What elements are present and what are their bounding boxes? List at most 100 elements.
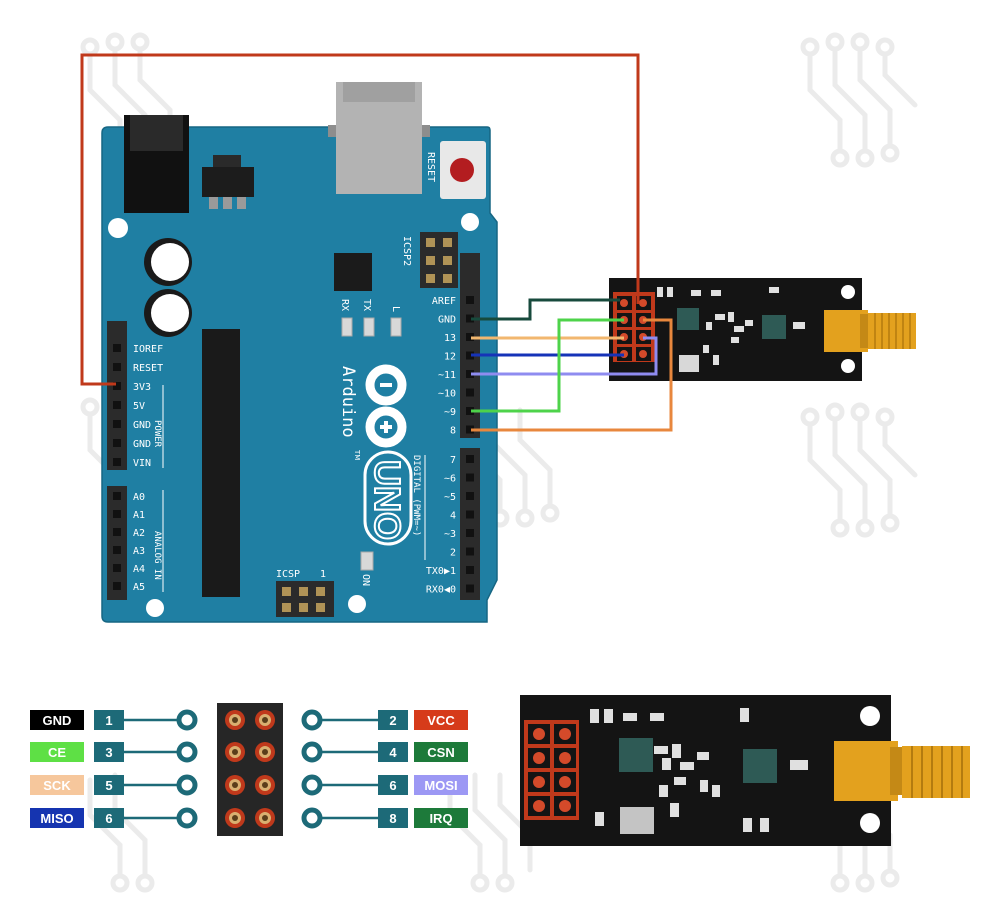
analog-header — [107, 486, 127, 600]
header-pin-socket — [113, 528, 121, 536]
rf-chip — [619, 738, 653, 772]
rf-chip — [677, 308, 699, 330]
wires — [80, 53, 673, 432]
pa-chip — [743, 749, 777, 783]
pin-name-tag — [414, 808, 468, 828]
pin-name-label: VCC — [427, 713, 455, 728]
nrf24-module-bottom — [520, 695, 970, 846]
pin-connector-dot — [176, 741, 198, 763]
pin-name-tag — [30, 710, 84, 730]
uno-label: UNO — [367, 460, 408, 540]
header-pin-label: A5 — [133, 582, 145, 593]
pin-name-tag — [30, 775, 84, 795]
wire-gnd — [471, 298, 620, 321]
pin-number-label: 6 — [389, 778, 396, 793]
header-pin-label: A2 — [133, 528, 145, 539]
header-pin-socket — [466, 333, 474, 341]
header-pin-socket — [466, 351, 474, 360]
tx-label: TX — [361, 299, 372, 311]
header-pin-socket — [466, 473, 474, 482]
header-pin-socket — [113, 382, 121, 390]
pinout-row-sck: SCK 5 — [30, 774, 198, 796]
pin-number-badge — [94, 775, 124, 795]
header-pin-label: A4 — [133, 564, 145, 575]
wire-ce — [471, 318, 624, 413]
crystal — [679, 355, 699, 372]
pin-name-tag — [414, 775, 468, 795]
header-pin-label: VIN — [133, 458, 151, 469]
pin-name-label: MISO — [40, 811, 73, 826]
pin-name-tag — [30, 742, 84, 762]
header-pin-label: 5V — [133, 401, 145, 412]
module-mounting-hole — [841, 285, 855, 299]
pin-number-label: 5 — [105, 778, 112, 793]
header-pin-label: 8 — [450, 426, 456, 437]
arduino-brand: Arduino — [338, 366, 358, 438]
pin-connector-dot — [176, 709, 198, 731]
reset-button[interactable] — [440, 141, 486, 199]
pin-name-label: CSN — [427, 745, 454, 760]
pinout-row-csn: CSN 4 — [301, 741, 468, 763]
header-pin-socket — [466, 370, 474, 378]
l-label: L — [390, 306, 401, 312]
arduino-logo-symbols — [380, 383, 392, 433]
header-pin-socket — [466, 492, 474, 500]
smd-components — [590, 708, 808, 832]
header-pin-label: GND — [133, 439, 151, 450]
on-label: ON — [360, 574, 371, 586]
pin-name-label: MOSI — [424, 778, 457, 793]
usb-connector — [328, 82, 430, 194]
module-mounting-hole — [860, 706, 880, 726]
usb-chip — [334, 253, 372, 291]
header-pin-socket — [466, 547, 474, 556]
header-pin-label: IOREF — [133, 344, 163, 355]
power-header — [107, 321, 127, 470]
arduino-trademark: TM — [353, 449, 361, 460]
pa-chip — [762, 315, 786, 339]
header-pin-label: 12 — [444, 352, 456, 363]
header-pin-socket — [113, 363, 121, 371]
icsp-pin1-label: 1 — [320, 569, 326, 580]
header-pin-socket — [113, 564, 121, 572]
pin-number-badge — [94, 742, 124, 762]
header-pin-label: RESET — [133, 363, 163, 374]
pin-number-label: 4 — [389, 745, 397, 760]
header-pin-socket — [113, 401, 121, 409]
header-pin-label: ~9 — [444, 407, 456, 418]
pin-name-tag — [30, 808, 84, 828]
mounting-hole — [348, 595, 366, 613]
pin-number-badge — [378, 742, 408, 762]
antenna-connector — [834, 741, 970, 801]
pin-name-label: IRQ — [429, 811, 452, 826]
header-pin-socket — [466, 510, 474, 519]
header-pin-label: A1 — [133, 510, 145, 521]
header-pin-label: ~6 — [444, 474, 456, 485]
pin-name-label: SCK — [43, 778, 71, 793]
digital-header-bottom — [460, 448, 480, 600]
header-pin-label: A3 — [133, 546, 145, 557]
wire-mosi — [471, 336, 658, 376]
pin-connector-dot — [176, 807, 198, 829]
header-pin-socket — [466, 566, 474, 574]
smd-components — [657, 287, 805, 365]
pin-name-tag — [414, 710, 468, 730]
uno-logo: UNO — [363, 450, 413, 546]
header-pin-label: GND — [438, 315, 456, 326]
pin-name-label: CE — [48, 745, 66, 760]
header-pin-socket — [466, 425, 474, 434]
header-pin-socket — [466, 529, 474, 537]
icsp2-header — [420, 232, 458, 288]
pin-connector-dot — [301, 774, 323, 796]
header-pin-socket — [466, 314, 474, 323]
header-pin-socket — [113, 582, 121, 590]
header-pin-socket — [113, 420, 121, 428]
pin-name-tag — [414, 742, 468, 762]
pinout-row-mosi: MOSI 6 — [301, 774, 468, 796]
